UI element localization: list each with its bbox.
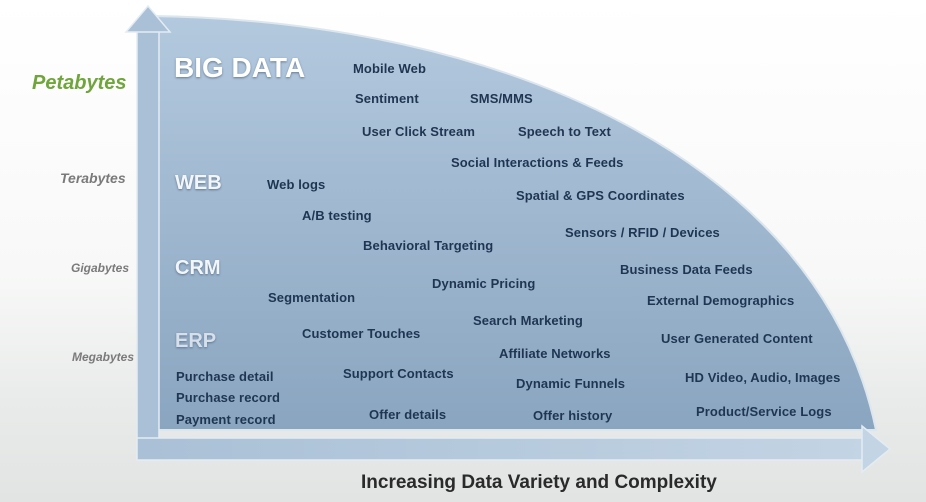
item-search-marketing: Search Marketing xyxy=(473,313,583,328)
item-business-data-feeds: Business Data Feeds xyxy=(620,262,753,277)
tier-web: WEB xyxy=(175,172,222,194)
item-support-contacts: Support Contacts xyxy=(343,366,454,381)
item-speech-to-text: Speech to Text xyxy=(518,124,611,139)
item-behavioral-targeting: Behavioral Targeting xyxy=(363,238,494,253)
tier-big-data: BIG DATA xyxy=(174,52,306,83)
tier-crm: CRM xyxy=(175,257,221,279)
scale-label-megabytes: Megabytes xyxy=(72,350,135,364)
item-sentiment: Sentiment xyxy=(355,91,419,106)
scale-label-terabytes: Terabytes xyxy=(60,170,126,186)
item-payment-record: Payment record xyxy=(176,412,276,427)
item-dynamic-funnels: Dynamic Funnels xyxy=(516,376,626,391)
x-axis-arrow xyxy=(136,424,892,474)
item-sensors-rfid: Sensors / RFID / Devices xyxy=(565,225,720,240)
item-purchase-detail: Purchase detail xyxy=(176,369,274,384)
item-external-demographics: External Demographics xyxy=(647,293,795,308)
item-offer-history: Offer history xyxy=(533,408,613,423)
scale-label-gigabytes: Gigabytes xyxy=(71,261,130,275)
item-web-logs: Web logs xyxy=(267,177,326,192)
item-product-service-logs: Product/Service Logs xyxy=(696,404,832,419)
data-region xyxy=(149,14,878,431)
item-purchase-record: Purchase record xyxy=(176,390,281,405)
scale-label-petabytes: Petabytes xyxy=(32,72,127,94)
item-ab-testing: A/B testing xyxy=(302,208,372,223)
item-mobile-web: Mobile Web xyxy=(353,61,426,76)
tier-erp: ERP xyxy=(175,330,217,352)
item-dynamic-pricing: Dynamic Pricing xyxy=(432,276,536,291)
item-offer-details: Offer details xyxy=(369,407,447,422)
item-segmentation: Segmentation xyxy=(268,290,356,305)
item-customer-touches: Customer Touches xyxy=(302,326,421,341)
item-user-generated-content: User Generated Content xyxy=(661,331,813,346)
item-sms-mms: SMS/MMS xyxy=(470,91,533,106)
item-spatial-gps: Spatial & GPS Coordinates xyxy=(516,188,685,203)
item-user-click-stream: User Click Stream xyxy=(362,124,475,139)
item-hd-video: HD Video, Audio, Images xyxy=(685,370,841,385)
item-affiliate-networks: Affiliate Networks xyxy=(499,346,611,361)
item-social-interactions: Social Interactions & Feeds xyxy=(451,155,624,170)
x-axis-title: Increasing Data Variety and Complexity xyxy=(361,472,717,493)
